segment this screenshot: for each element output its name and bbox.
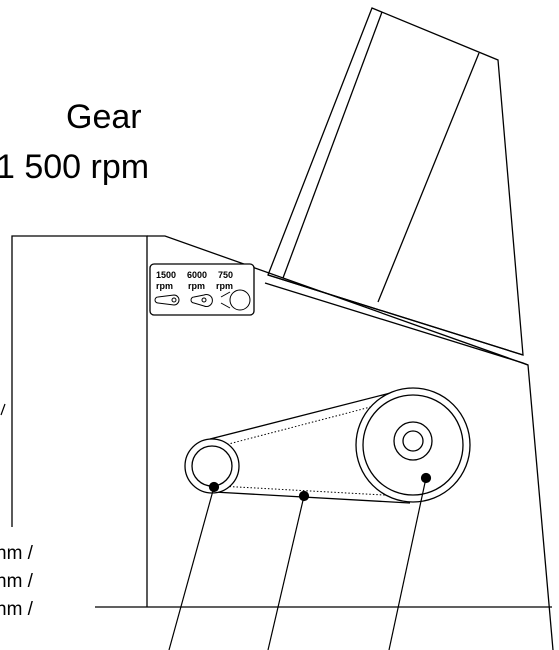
belt-bottom-dots bbox=[218, 485, 403, 497]
title-gear: Gear bbox=[66, 98, 142, 136]
leader-dot-large-pulley bbox=[420, 472, 432, 484]
large-pulley bbox=[355, 387, 471, 503]
title-speed: 1 500 rpm bbox=[0, 148, 149, 186]
housing-top-slope bbox=[147, 235, 554, 650]
speed-unit-750: rpm bbox=[216, 281, 233, 291]
leader-small-pulley bbox=[168, 486, 215, 650]
belt-drive bbox=[184, 387, 471, 504]
housing-corner bbox=[522, 362, 529, 366]
large-pulley-bore bbox=[402, 430, 424, 452]
hopper-base-edge-1 bbox=[267, 274, 524, 356]
hopper bbox=[264, 7, 524, 364]
pulley-symbol-small-hub-icon bbox=[171, 297, 177, 303]
speed-unit-6000: rpm bbox=[188, 281, 205, 291]
hopper-outline bbox=[267, 7, 524, 356]
left-label-3: nm / bbox=[0, 599, 34, 620]
belt-bottom-outer bbox=[213, 491, 411, 504]
speed-label-750: 750 bbox=[218, 270, 233, 280]
leader-large-pulley bbox=[388, 477, 427, 650]
large-pulley-hub bbox=[393, 421, 433, 461]
machine-housing bbox=[11, 235, 554, 650]
hopper-base-edge-2 bbox=[264, 282, 524, 364]
housing-left-panel bbox=[11, 235, 148, 607]
large-pulley-rim bbox=[362, 394, 464, 496]
pulley-symbol-large-icon bbox=[229, 289, 251, 311]
left-tick bbox=[0, 403, 6, 416]
belt-top-outer bbox=[209, 387, 411, 440]
pulley-symbol-medium-icon bbox=[190, 294, 213, 307]
leader-lines bbox=[168, 472, 432, 650]
pulley-symbol-large-belt-icon bbox=[220, 291, 231, 309]
speed-panel-frame bbox=[149, 263, 255, 316]
hopper-inner-left bbox=[282, 11, 383, 279]
speed-unit-1500: rpm bbox=[156, 281, 173, 291]
left-label-2: nm / bbox=[0, 571, 34, 592]
pulley-symbol-small-icon bbox=[154, 294, 180, 306]
hopper-inner-right bbox=[377, 52, 480, 303]
speed-panel: 1500 rpm 6000 rpm 750 rpm bbox=[149, 263, 255, 316]
pulley-symbol-medium-hub-icon bbox=[201, 297, 207, 303]
speed-label-6000: 6000 bbox=[187, 270, 207, 280]
leader-dot-belt bbox=[298, 490, 310, 502]
leader-belt bbox=[267, 495, 305, 650]
left-label-1: nm / bbox=[0, 543, 34, 564]
speed-label-1500: 1500 bbox=[156, 270, 176, 280]
leader-dot-small-pulley bbox=[208, 481, 220, 493]
